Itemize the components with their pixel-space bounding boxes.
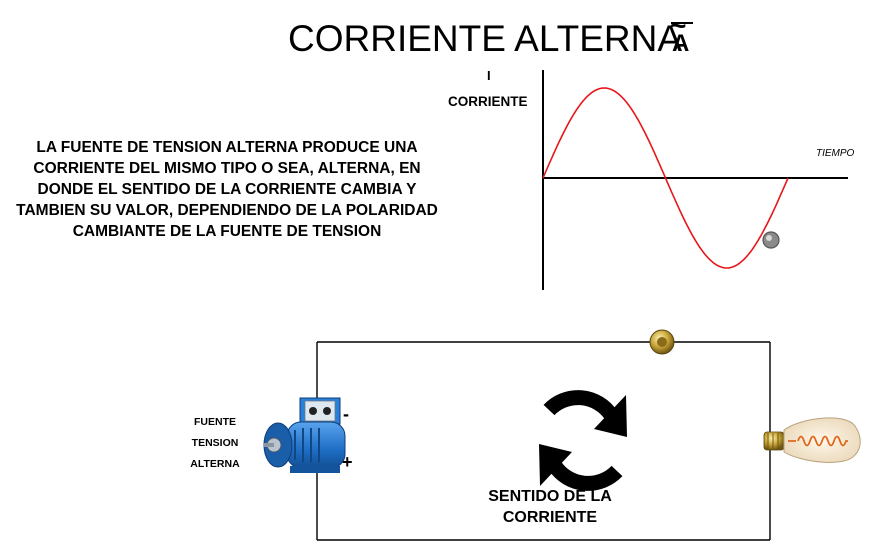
sine-wave-curve [542,87,789,269]
description-text: LA FUENTE DE TENSION ALTERNA PRODUCE UNA… [16,139,438,240]
ac-symbol-tilde: ~ [670,10,687,41]
y-axis-symbol: I [487,68,491,83]
direction-label-line: SENTIDO DE LA [488,488,612,505]
sine-wave-graph [542,70,848,290]
rotate-arrow-heads [539,395,627,486]
source-label-line: ALTERNA [190,458,240,470]
wave-marker-icon [762,231,780,249]
ac-symbol-letter: A [672,30,690,57]
source-label-line: TENSION [191,437,239,449]
ac-symbol-bar [671,22,693,24]
positive-terminal-label: + [342,452,353,472]
y-axis-label: CORRIENTE [448,94,528,109]
current-marker-icon [649,329,675,355]
direction-label-line: CORRIENTE [502,509,598,526]
current-direction-label: SENTIDO DE LA CORRIENTE [450,486,650,528]
circuit-diagram [263,329,861,541]
ac-symbol-icon: ~ A [666,12,700,66]
negative-terminal-label: - [343,404,349,424]
x-axis-label: TIEMPO [816,148,855,159]
page-title: CORRIENTE ALTERNA [288,18,683,59]
source-label: FUENTE TENSION ALTERNA [170,412,260,475]
generator-icon [263,397,346,473]
rotate-arrows-icon [543,390,623,491]
source-label-line: FUENTE [194,416,236,428]
light-bulb-icon [763,417,861,463]
